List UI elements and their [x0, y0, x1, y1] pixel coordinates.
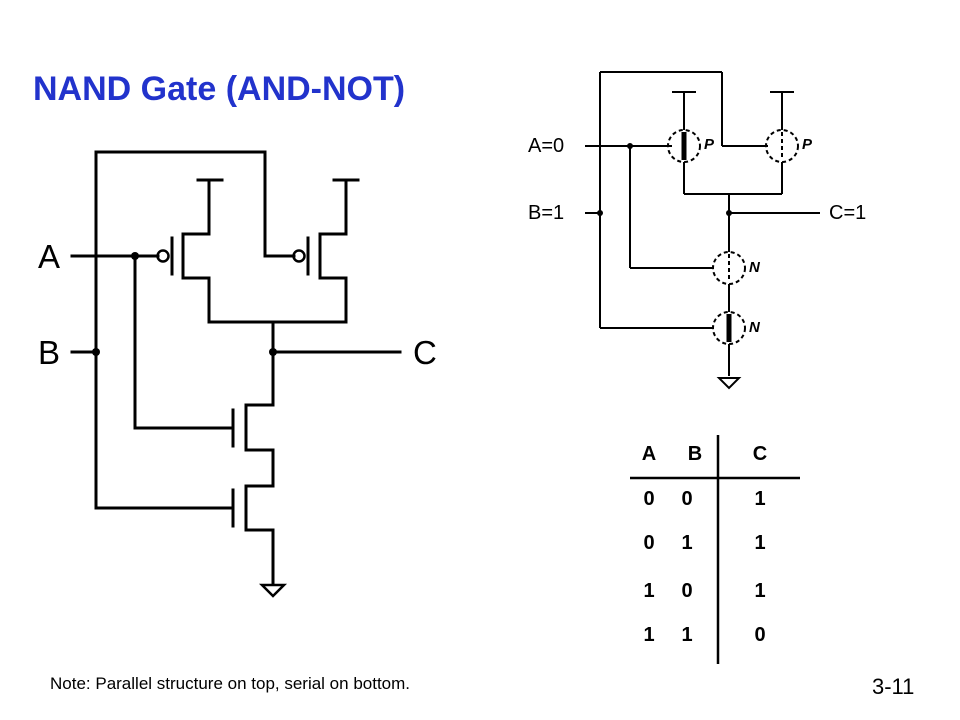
truth-table-cell: 1	[643, 580, 655, 602]
truth-table-cell: 1	[754, 488, 766, 510]
slide-number: 3-11	[872, 674, 915, 699]
footnote: Note: Parallel structure on top, serial …	[50, 674, 411, 693]
truth-table-header-a: A	[641, 443, 657, 465]
truth-table-cell: 0	[643, 532, 655, 554]
left-input-a-label: A	[38, 238, 61, 275]
right-output-c-label: C=1	[829, 202, 867, 224]
truth-table-cell: 1	[643, 624, 655, 646]
pmos-label: P	[802, 136, 813, 153]
truth-table-header-b: B	[687, 443, 703, 465]
nmos-label: N	[749, 319, 760, 336]
truth-table-cell: 1	[681, 624, 693, 646]
truth-table-cell: 1	[681, 532, 693, 554]
left-output-c-label: C	[413, 334, 437, 371]
right-input-a-label: A=0	[528, 135, 565, 157]
nmos-label: N	[749, 259, 760, 276]
left-input-b-label: B	[38, 334, 61, 371]
truth-table-cell: 0	[754, 624, 766, 646]
pmos-label: P	[704, 136, 715, 153]
truth-table-cell: 1	[754, 580, 766, 602]
truth-table-header-c: C	[752, 443, 768, 465]
truth-table-cell: 0	[681, 488, 693, 510]
right-input-b-label: B=1	[528, 202, 565, 224]
truth-table-cell: 0	[681, 580, 693, 602]
page-title: NAND Gate (AND-NOT)	[33, 70, 406, 108]
truth-table-cell: 0	[643, 488, 655, 510]
truth-table-cell: 1	[754, 532, 766, 554]
